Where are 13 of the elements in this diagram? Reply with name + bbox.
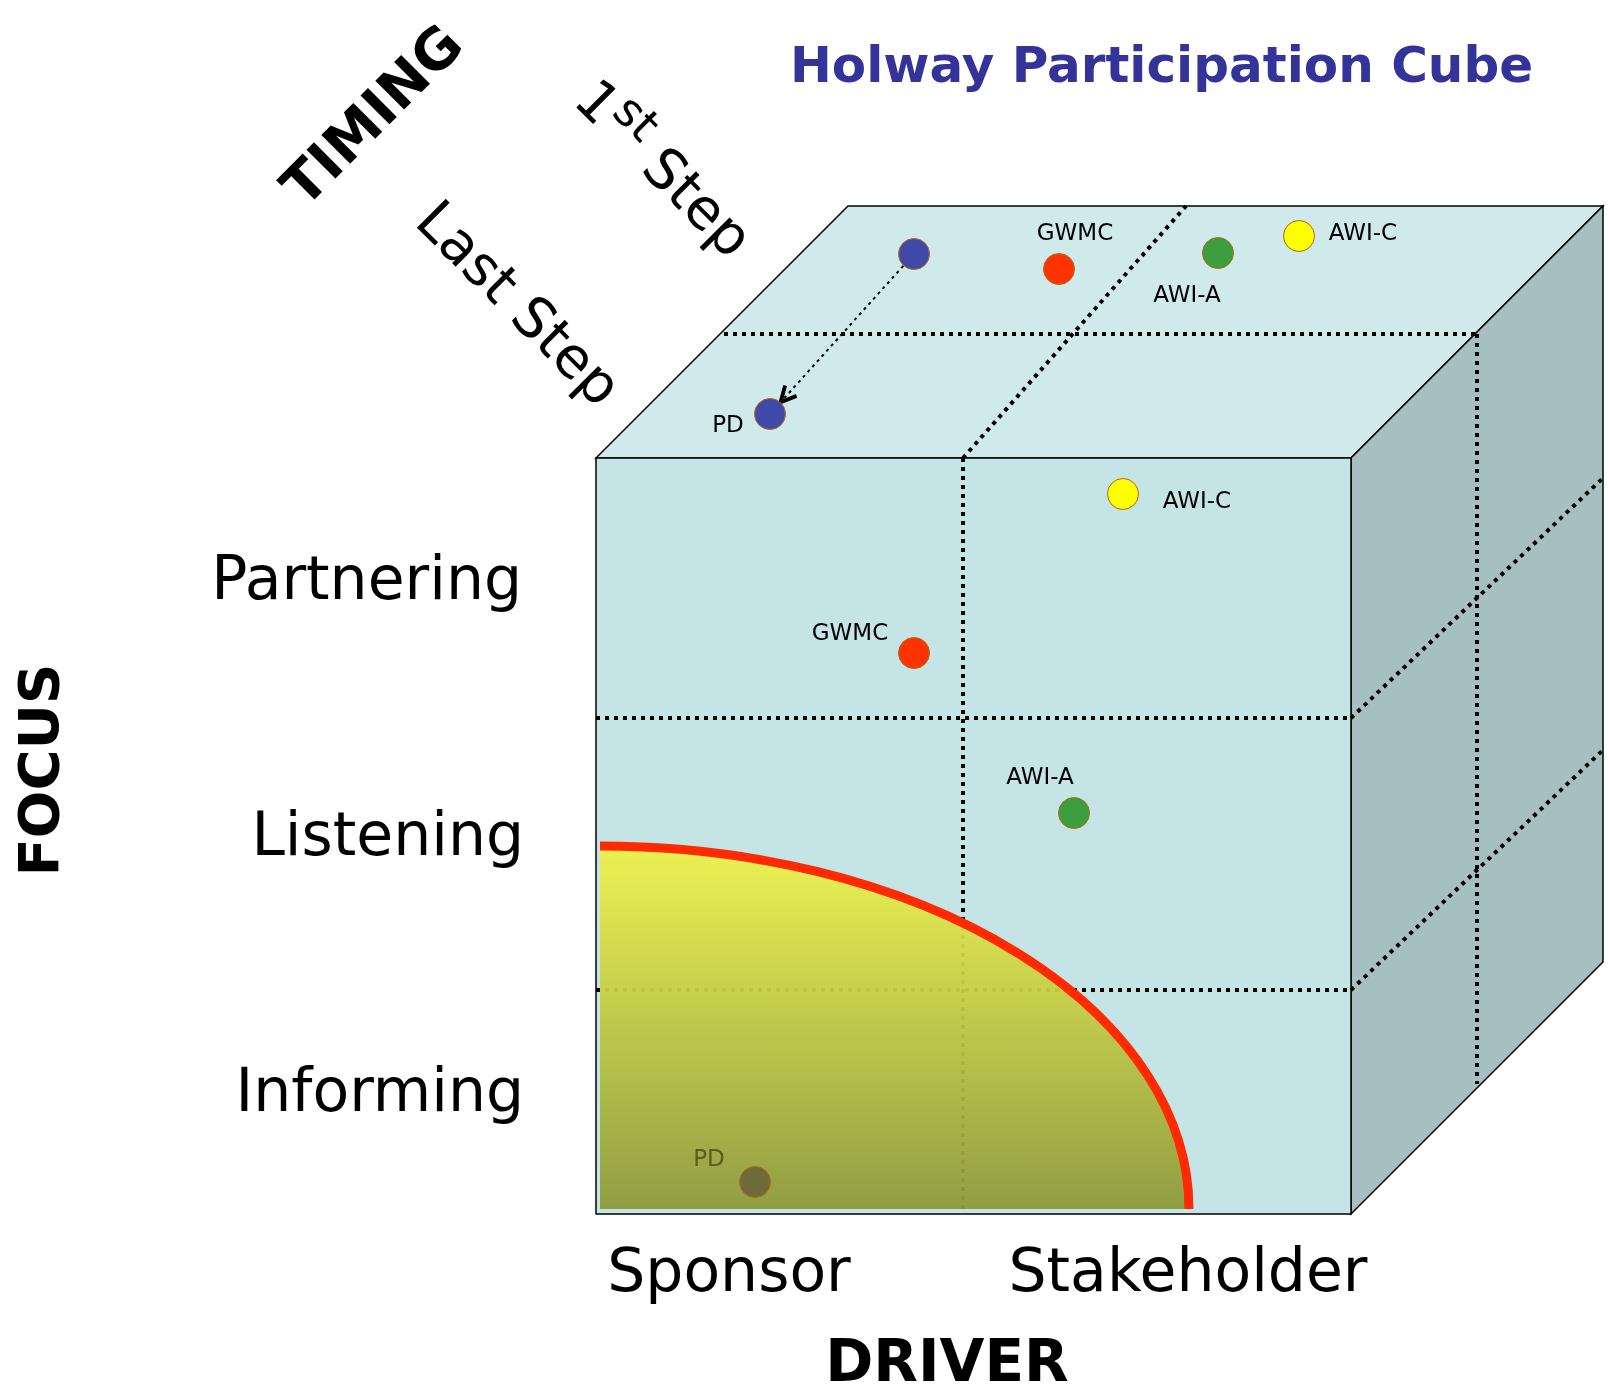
axis-title: FOCUS xyxy=(11,663,67,877)
point-label: AWI-A xyxy=(1153,281,1221,307)
point-label: GWMC xyxy=(1036,219,1114,245)
axis-title: DRIVER xyxy=(825,1332,1069,1387)
axis-label: Stakeholder xyxy=(1008,1240,1368,1300)
point-label: AWI-A xyxy=(1006,763,1074,789)
point-label: AWI-C xyxy=(1328,219,1398,245)
arrow xyxy=(779,264,905,404)
point-label: PD xyxy=(693,1145,725,1171)
diagram-title: Holway Participation Cube xyxy=(790,36,1534,94)
point-label: AWI-C xyxy=(1162,487,1232,513)
point-label: PD xyxy=(712,411,744,437)
point-label: GWMC xyxy=(811,619,889,645)
